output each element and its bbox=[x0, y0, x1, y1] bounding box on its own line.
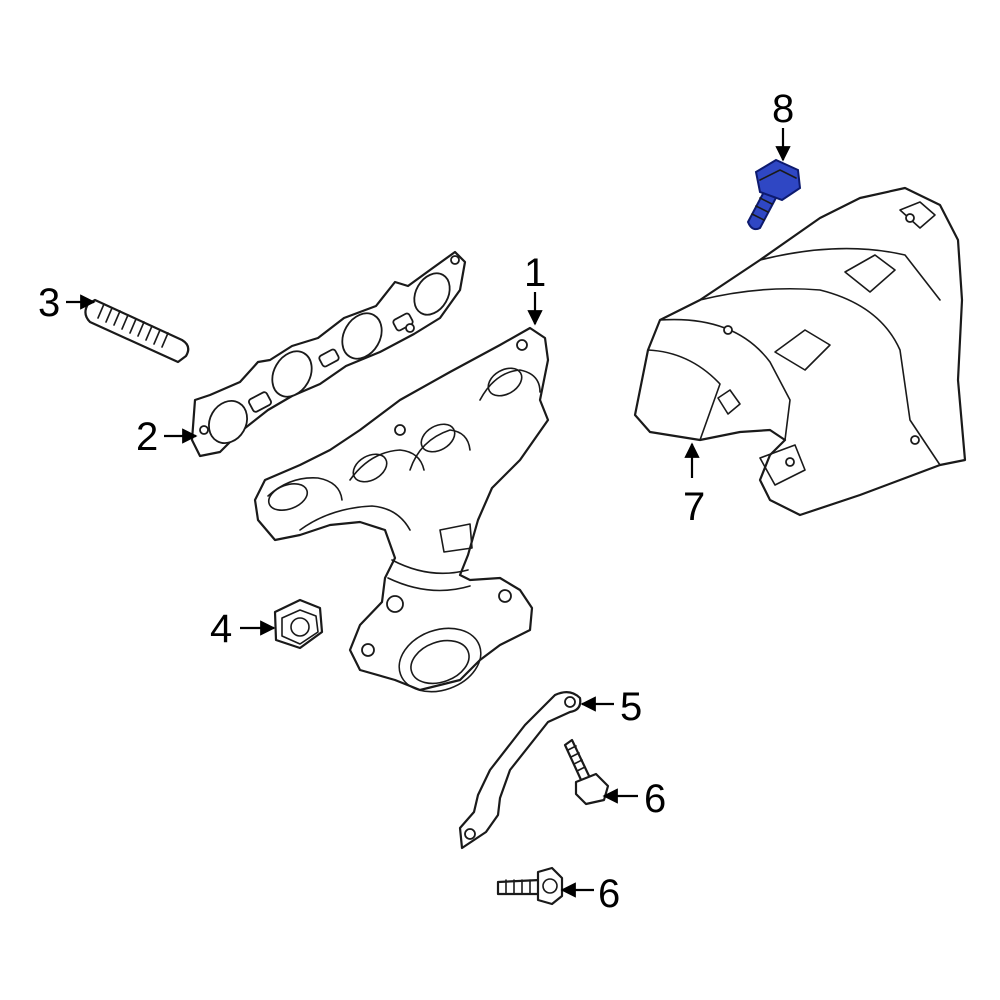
stud-part-3[interactable] bbox=[84, 298, 190, 364]
bolt-part-8-highlighted[interactable] bbox=[746, 158, 802, 231]
callout-number-1: 1 bbox=[524, 251, 546, 295]
nut-part-4[interactable] bbox=[273, 598, 324, 650]
callout-3: 3 bbox=[38, 281, 96, 325]
bolt-part-6-upper[interactable] bbox=[563, 738, 610, 806]
callout-6-lower: 6 bbox=[560, 872, 620, 916]
callout-number-8: 8 bbox=[772, 87, 794, 131]
callout-6-upper: 6 bbox=[602, 777, 666, 821]
callout-number-7: 7 bbox=[683, 485, 705, 529]
callout-number-3: 3 bbox=[38, 281, 60, 325]
callout-number-6-upper: 6 bbox=[644, 777, 666, 821]
callout-number-2: 2 bbox=[136, 415, 158, 459]
callout-number-4: 4 bbox=[210, 607, 232, 651]
bracket-part-5[interactable] bbox=[458, 691, 582, 850]
callout-2: 2 bbox=[136, 415, 198, 459]
callout-5: 5 bbox=[580, 685, 642, 729]
heat-shield-part-7[interactable] bbox=[633, 186, 967, 517]
callout-number-5: 5 bbox=[620, 685, 642, 729]
bolt-8-shank bbox=[746, 186, 780, 231]
callout-4: 4 bbox=[210, 607, 276, 651]
callout-number-6-lower: 6 bbox=[598, 872, 620, 916]
exhaust-manifold-part-1[interactable] bbox=[253, 326, 550, 703]
bolt-part-6-lower[interactable] bbox=[496, 866, 564, 906]
bolt-8-head bbox=[754, 158, 802, 202]
gasket-part-2[interactable] bbox=[190, 250, 467, 458]
callout-8: 8 bbox=[772, 87, 794, 162]
callout-7: 7 bbox=[683, 442, 705, 529]
callout-1: 1 bbox=[524, 251, 546, 326]
